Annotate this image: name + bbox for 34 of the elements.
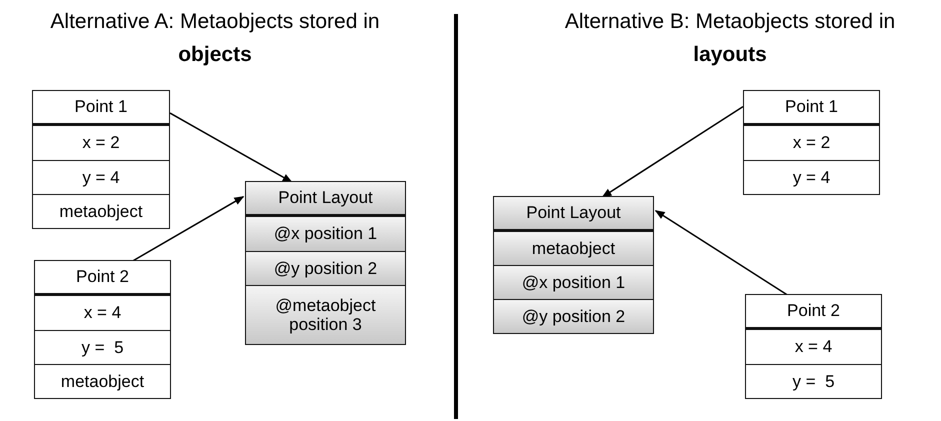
record-header: Point Layout	[493, 196, 654, 232]
record-field: x = 4	[34, 294, 171, 331]
record-field: x = 2	[743, 124, 880, 161]
record-field: metaobject	[34, 364, 171, 399]
record-field: @x position 1	[245, 216, 406, 252]
object-record	[34, 261, 171, 399]
record-header: Point 2	[745, 294, 882, 330]
record-header: Point Layout	[245, 180, 406, 217]
record-field: metaobject	[32, 194, 170, 229]
object-record	[32, 91, 170, 229]
record-header: Point 1	[743, 90, 880, 126]
arrow	[132, 196, 244, 262]
record-header: Point 1	[32, 90, 170, 126]
record-field: @metaobject position 3	[245, 284, 406, 345]
layout-table	[245, 182, 406, 345]
object-record	[745, 295, 882, 399]
record-field: @y position 2	[245, 250, 406, 286]
arrow	[602, 106, 744, 198]
record-field: y = 4	[743, 160, 880, 195]
arrow	[170, 112, 293, 183]
record-field: @x position 1	[493, 264, 654, 300]
arrow	[654, 210, 788, 296]
record-header: Point 2	[34, 260, 171, 296]
record-field: y = 5	[745, 364, 882, 399]
record-field: x = 4	[745, 328, 882, 365]
layout-table	[493, 197, 654, 334]
record-field: metaobject	[493, 230, 654, 266]
heading: Alternative A: Metaobjects stored in objects	[49, 9, 381, 68]
record-field: x = 2	[32, 124, 170, 161]
record-field: y = 5	[34, 330, 171, 365]
object-record	[743, 91, 880, 195]
record-field: y = 4	[32, 160, 170, 195]
heading: Alternative B: Metaobjects stored in layouts	[564, 9, 896, 68]
record-field: @y position 2	[493, 298, 654, 334]
